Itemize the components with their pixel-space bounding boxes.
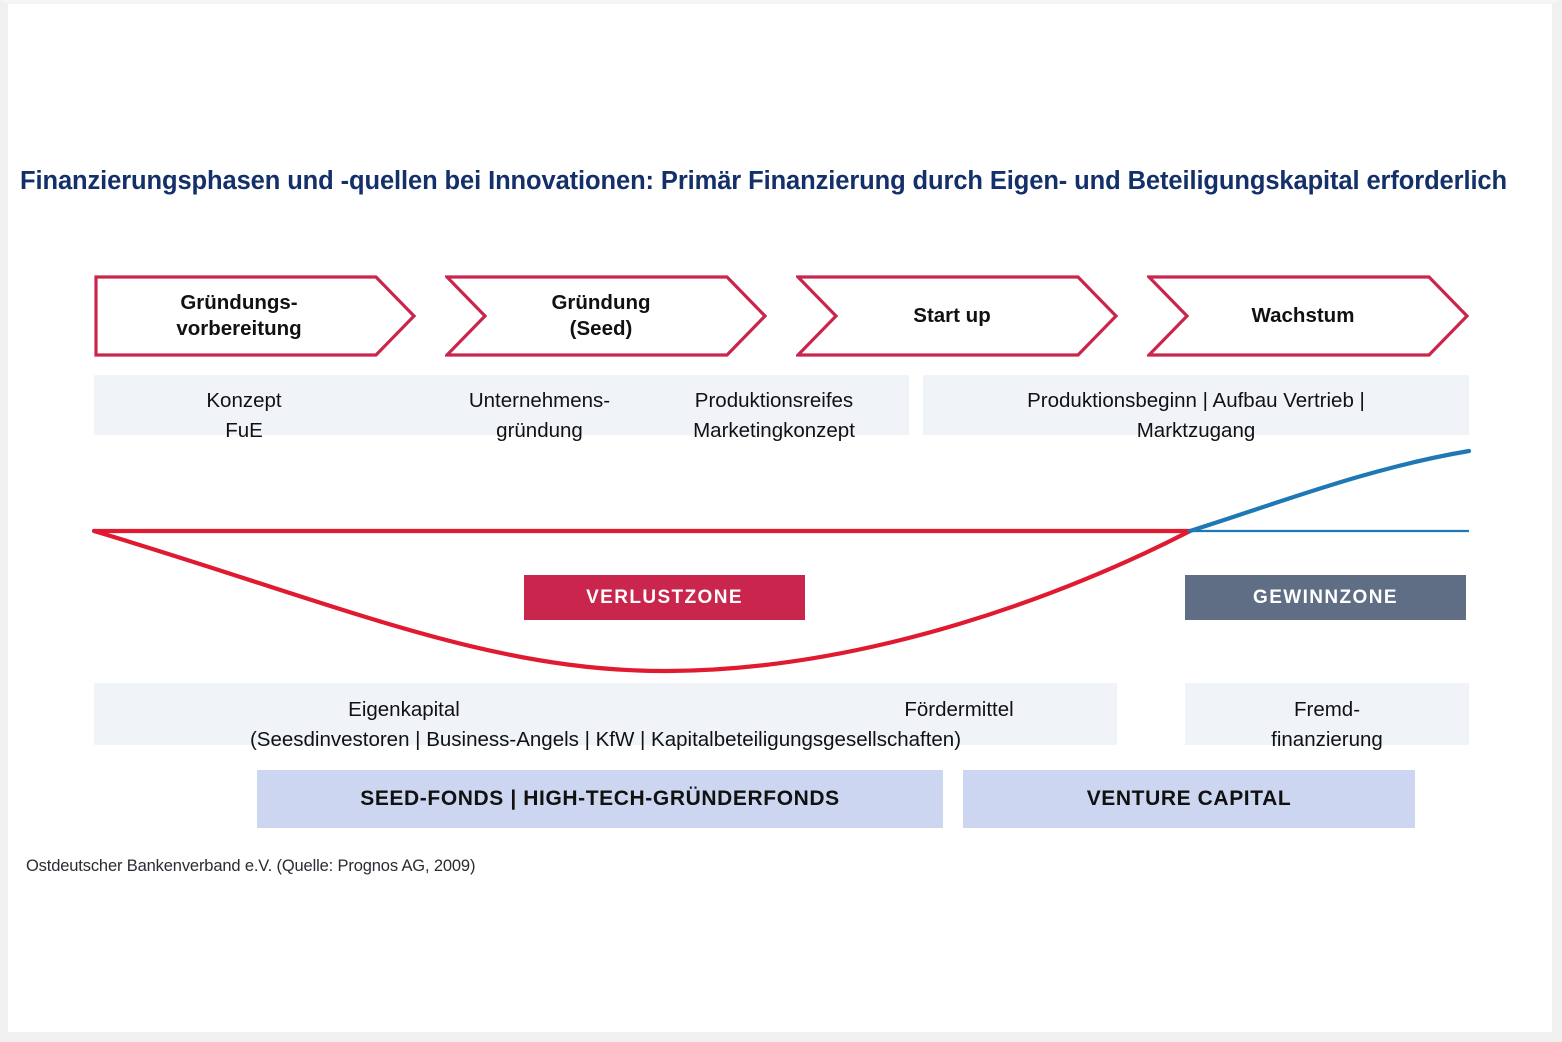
seed-fonds-label: SEED-FONDS | HIGH-TECH-GRÜNDERFONDS [360, 787, 840, 810]
phase-detail-unternehmensgruendung: Unternehmens- gründung [407, 386, 672, 446]
phase-label-line1: Gründung [551, 291, 651, 314]
capital-source-fremdfinanzierung-box: Fremd- finanzierung [1185, 683, 1469, 751]
fremdfinanzierung-line-2: finanzierung [1271, 728, 1383, 751]
phase-label-line2: (Seed) [569, 317, 633, 340]
capital-detail-line: (Seesdinvestoren | Business-Angels | KfW… [249, 728, 962, 751]
phase-chevron-gruendung-seed[interactable]: Gründung (Seed) [445, 275, 767, 357]
phase-detail-konzept: Konzept FuE [114, 386, 374, 446]
chevron-shape-notched [1147, 275, 1469, 357]
page-title: Finanzierungsphasen und -quellen bei Inn… [20, 167, 1507, 195]
slide-canvas: Finanzierungsphasen und -quellen bei Inn… [8, 4, 1552, 1032]
fund-bar-venture-capital[interactable]: VENTURE CAPITAL [963, 770, 1415, 828]
chevron-shape-flat-left [94, 275, 416, 357]
source-credit: Ostdeutscher Bankenverband e.V. (Quelle:… [26, 857, 476, 875]
status-badge-verlustzone: VERLUSTZONE [524, 575, 805, 620]
capital-source-foerdermittel: Fördermittel [804, 695, 1114, 725]
fremdfinanzierung-line-1: Fremd- [1293, 698, 1361, 721]
phase-label-line1: Wachstum [1251, 304, 1355, 327]
gewinnzone-label: GEWINNZONE [1253, 586, 1398, 608]
detail-line-2: gründung [496, 419, 583, 442]
capital-source-detail: (Seesdinvestoren | Business-Angels | KfW… [94, 725, 1117, 755]
growth-detail-line-2: Marktzugang [1136, 419, 1256, 442]
detail-line-2: Marketingkonzept [693, 419, 855, 442]
detail-line-1: Konzept [206, 389, 282, 412]
phase-label-line1: Gründungs- [180, 291, 298, 314]
status-badge-gewinnzone: GEWINNZONE [1185, 575, 1466, 620]
phase-detail-marketingkonzept: Produktionsreifes Marketingkonzept [639, 386, 909, 446]
capital-source-eigenkapital: Eigenkapital [224, 695, 584, 725]
growth-detail-line-1: Produktionsbeginn | Aufbau Vertrieb | [1027, 389, 1365, 412]
detail-line-1: Produktionsreifes [694, 389, 854, 412]
eigenkapital-label: Eigenkapital [348, 698, 460, 721]
capital-sources-box: Eigenkapital Fördermittel (Seesdinvestor… [94, 683, 1117, 751]
phase-chevron-start-up[interactable]: Start up [796, 275, 1118, 357]
phase-label-line1: Start up [913, 304, 991, 327]
phase-label-line2: vorbereitung [176, 317, 302, 340]
profit-curve [1187, 448, 1472, 534]
venture-capital-label: VENTURE CAPITAL [1086, 787, 1292, 810]
detail-line-2: FuE [225, 419, 263, 442]
phase-detail-box-growth: Produktionsbeginn | Aufbau Vertrieb | Ma… [923, 375, 1469, 442]
fund-bar-seed-fonds[interactable]: SEED-FONDS | HIGH-TECH-GRÜNDERFONDS [257, 770, 943, 828]
loss-curve [91, 528, 1193, 674]
phase-detail-box-left: Konzept FuE Unternehmens- gründung Produ… [94, 375, 909, 442]
detail-line-1: Unternehmens- [468, 389, 611, 412]
verlustzone-label: VERLUSTZONE [586, 586, 743, 608]
phase-chevron-wachstum[interactable]: Wachstum [1147, 275, 1469, 357]
cashflow-curve-chart [8, 434, 1552, 684]
curve-svg [91, 448, 1472, 674]
phase-chevron-gruendungsvorbereitung[interactable]: Gründungs- vorbereitung [94, 275, 416, 357]
chevron-shape-notched [796, 275, 1118, 357]
chevron-shape-notched [445, 275, 767, 357]
foerdermittel-label: Fördermittel [904, 698, 1014, 721]
